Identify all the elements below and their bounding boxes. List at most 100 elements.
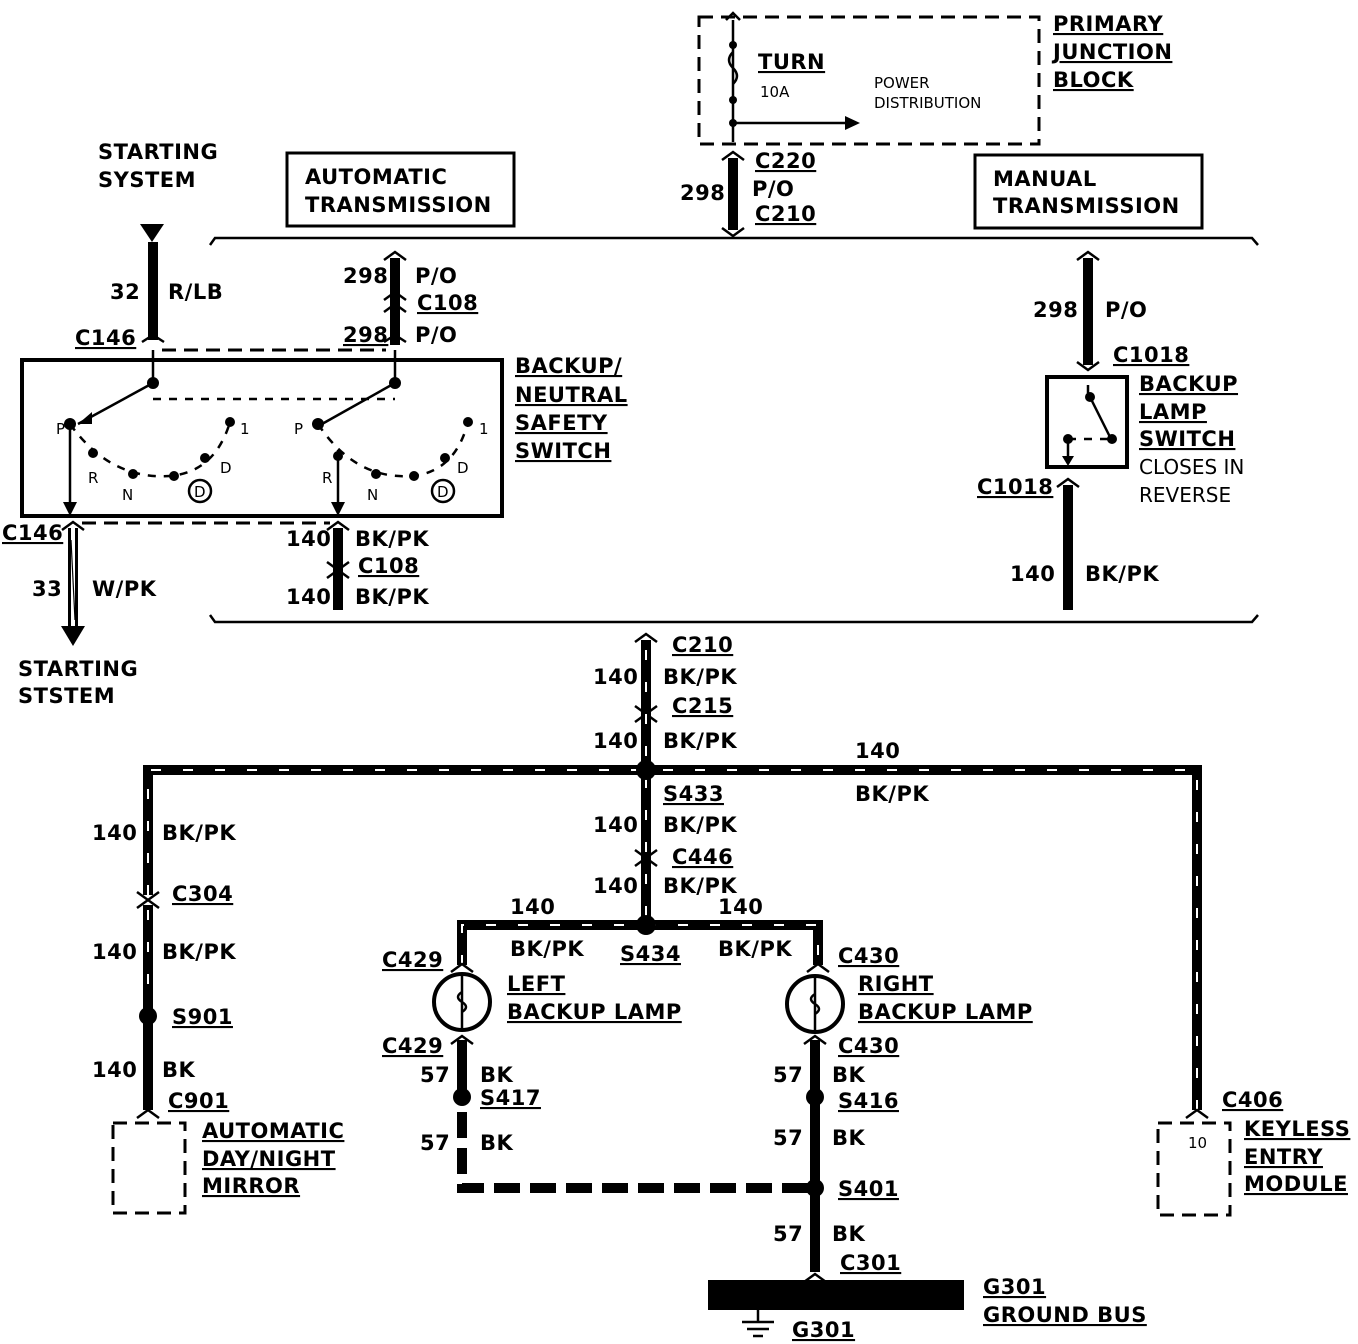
starting-system-top: STARTING SYSTEM 32 R/LB C146 [75,140,223,350]
junction-block-title-2: JUNCTION [1051,40,1172,64]
connector-c901: C901 [168,1089,229,1113]
manual-transmission-box: MANUAL TRANSMISSION [973,153,1204,230]
connector-c108-top: C108 [417,291,478,315]
junction-block-title-1: PRIMARY [1053,12,1164,36]
junction-block-title-3: BLOCK [1053,68,1134,92]
wire-57-right-lower: 57 [773,1126,803,1150]
wire-32-label: 32 [110,280,140,304]
right-pos-p: P [294,420,303,438]
starting-system-bottom-line2: STSTEM [18,684,115,708]
wire-rlb-label: R/LB [168,280,223,304]
automatic-transmission-line2: TRANSMISSION [305,193,492,217]
ground-g301-id: G301 [792,1318,855,1342]
right-pos-d: D [457,459,469,477]
manual-transmission-line2: TRANSMISSION [993,194,1180,218]
automatic-transmission-line1: AUTOMATIC [305,165,447,189]
left-pos-p: P [56,420,65,438]
wire-298-lower: 298 [343,323,388,347]
wire-33-label: 33 [32,577,62,601]
connector-c108-bottom: C108 [358,554,419,578]
wire-bk-left-lower: BK [480,1131,514,1155]
wire-140-s901: 140 [92,1058,137,1082]
backup-lamp-switch-title-1: BACKUP [1139,372,1238,396]
right-pos-r: R [322,469,332,487]
wire-140-c304: 140 [92,940,137,964]
wire-57-right-upper: 57 [773,1063,803,1087]
wire-bkpk-c215: BK/PK [663,729,737,753]
backup-lamp-switch-note-2: REVERSE [1139,483,1231,507]
power-distribution-line1: POWER [874,74,930,92]
left-pos-r: R [88,469,98,487]
keyless-title-3: MODULE [1244,1172,1348,1196]
s434-branch: 140 140 BK/PK BK/PK S434 [457,895,823,966]
wire-298-manual: 298 [1033,298,1078,322]
wire-33-starting: C146 33 W/PK STARTING STSTEM [2,520,156,708]
backup-lamp-switch-title-2: LAMP [1139,400,1207,424]
center-trunk: C210 140 BK/PK C215 140 BK/PK S433 140 B… [593,632,737,925]
right-pos-1: 1 [479,420,489,438]
right-lamp-title-2: BACKUP LAMP [858,1000,1033,1024]
wire-po-manual: P/O [1105,298,1147,322]
wire-298-label: 298 [680,181,725,205]
left-pos-1: 1 [240,420,250,438]
keyless-title-1: KEYLESS [1244,1117,1350,1141]
connector-c301: C301 [840,1251,901,1275]
connector-c146-top: C146 [75,326,136,350]
ground-bus: G301 G301 GROUND BUS [708,1275,1147,1342]
wire-57-ground: 57 [773,1222,803,1246]
wire-298-c108: 298 P/O C108 298 P/O [343,250,478,347]
mirror-title-3: MIRROR [202,1174,300,1198]
wire-140-c215: 140 [593,729,638,753]
connector-c430-top: C430 [838,944,899,968]
wire-bkpk-manual: BK/PK [1085,562,1159,586]
mirror-branch: 140 BK/PK C304 140 BK/PK S901 140 BK C90… [92,821,344,1215]
wire-140-c446: 140 [593,874,638,898]
wire-bkpk-c304: BK/PK [162,940,236,964]
wire-140-right-lamp: 140 [718,895,763,919]
wire-57-left-upper: 57 [420,1063,450,1087]
connector-c210-mid: C210 [672,633,733,657]
connector-c304: C304 [172,882,233,906]
wire-bkpk-s433: BK/PK [663,813,737,837]
fuse-name: TURN [758,50,825,74]
ground-title-1: G301 [983,1275,1046,1299]
wire-bk-right-upper: BK [832,1063,866,1087]
connector-c146-bottom: C146 [2,521,63,545]
primary-junction-block: TURN 10A POWER DISTRIBUTION PRIMARY JUNC… [697,11,1172,146]
wire-bk-s901: BK [162,1058,196,1082]
ground-title-2: GROUND BUS [983,1303,1147,1327]
connector-c215: C215 [672,694,733,718]
connector-c1018-bottom: C1018 [977,475,1053,499]
automatic-transmission-box: AUTOMATIC TRANSMISSION [285,151,516,228]
backup-lamp-switch-title-3: SWITCH [1139,427,1235,451]
backup-neutral-safety-switch: P R N D D 1 P R N D D 1 BACKUP/ NEUTRAL … [20,350,627,518]
wire-298-feed: 298 C220 P/O C210 [680,149,816,238]
wire-bkpk-right-lamp: BK/PK [718,937,792,961]
starting-system-bottom-line1: STARTING [18,657,138,681]
right-pos-n: N [367,486,378,504]
wire-140-c108-upper: 140 [286,527,331,551]
wire-140-left-branch: 140 [92,821,137,845]
left-pos-n: N [122,486,133,504]
splice-s417: S417 [480,1086,541,1110]
left-lamp-title-2: BACKUP LAMP [507,1000,682,1024]
starting-system-top-line1: STARTING [98,140,218,164]
wire-bk-right-lower: BK [832,1126,866,1150]
wire-140-c108-lower: 140 [286,585,331,609]
wire-140-c210: 140 [593,665,638,689]
s433-branch: 140 BK/PK [143,739,1202,1110]
backup-switch-title-3: SAFETY [515,411,608,435]
wire-po-lower: P/O [415,323,457,347]
connector-c429-top: C429 [382,948,443,972]
wire-bkpk-c210: BK/PK [663,665,737,689]
wire-bkpk-left-lamp: BK/PK [510,937,584,961]
wire-po-upper: P/O [415,264,457,288]
connector-c446: C446 [672,845,733,869]
fuse-rating: 10A [760,83,790,101]
backup-lamp-switch-note-1: CLOSES IN [1139,455,1244,479]
connector-c1018-top: C1018 [1113,343,1189,367]
lower-bus [208,614,1259,624]
connector-c210: C210 [755,202,816,226]
manual-transmission-line1: MANUAL [993,167,1097,191]
